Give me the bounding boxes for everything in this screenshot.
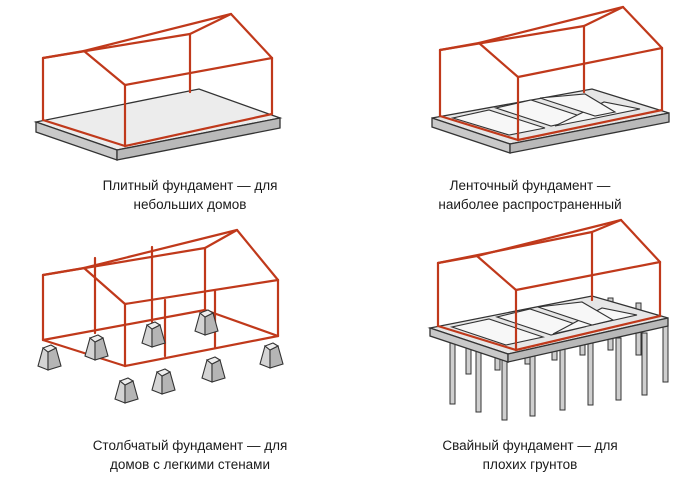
strip-house-frame: [438, 5, 664, 142]
column-pier: [84, 334, 109, 361]
caption-line: плохих грунтов: [482, 457, 578, 472]
slab-foundation-illustration: [33, 12, 283, 161]
column-foundation-caption: Столбчатый фундамент — для домов с легки…: [40, 436, 340, 474]
pile-grillage: [427, 295, 669, 363]
column-pier: [201, 356, 226, 383]
column-pier: [259, 342, 284, 369]
column-pier: [114, 377, 139, 404]
caption-line: Столбчатый фундамент — для: [92, 438, 288, 453]
column-pier: [194, 309, 219, 336]
slab-base: [33, 88, 283, 161]
strip-base: [431, 88, 670, 154]
caption-line: домов с легкими стенами: [109, 457, 270, 472]
column-pier: [141, 321, 166, 348]
caption-line: небольших домов: [133, 197, 247, 212]
pile-foundation-caption: Свайный фундамент — для плохих грунтов: [380, 436, 680, 474]
column-pier: [151, 368, 176, 395]
caption-line: Ленточный фундамент —: [449, 178, 611, 193]
column-piers: [37, 309, 284, 404]
caption-line: наиболее распространенный: [438, 197, 622, 212]
column-foundation-illustration: [37, 228, 284, 404]
slab-foundation-caption: Плитный фундамент — для небольших домов: [40, 176, 340, 214]
strip-foundation-illustration: [431, 5, 670, 154]
pile-house-frame: [436, 218, 662, 352]
caption-line: Плитный фундамент — для: [102, 178, 278, 193]
caption-line: Свайный фундамент — для: [442, 438, 618, 453]
pile-foundation-illustration: [427, 218, 669, 421]
column-pier: [37, 344, 62, 371]
column-house-frame: [41, 228, 280, 368]
slab-house-frame: [41, 12, 274, 148]
strip-foundation-caption: Ленточный фундамент — наиболее распростр…: [380, 176, 680, 214]
